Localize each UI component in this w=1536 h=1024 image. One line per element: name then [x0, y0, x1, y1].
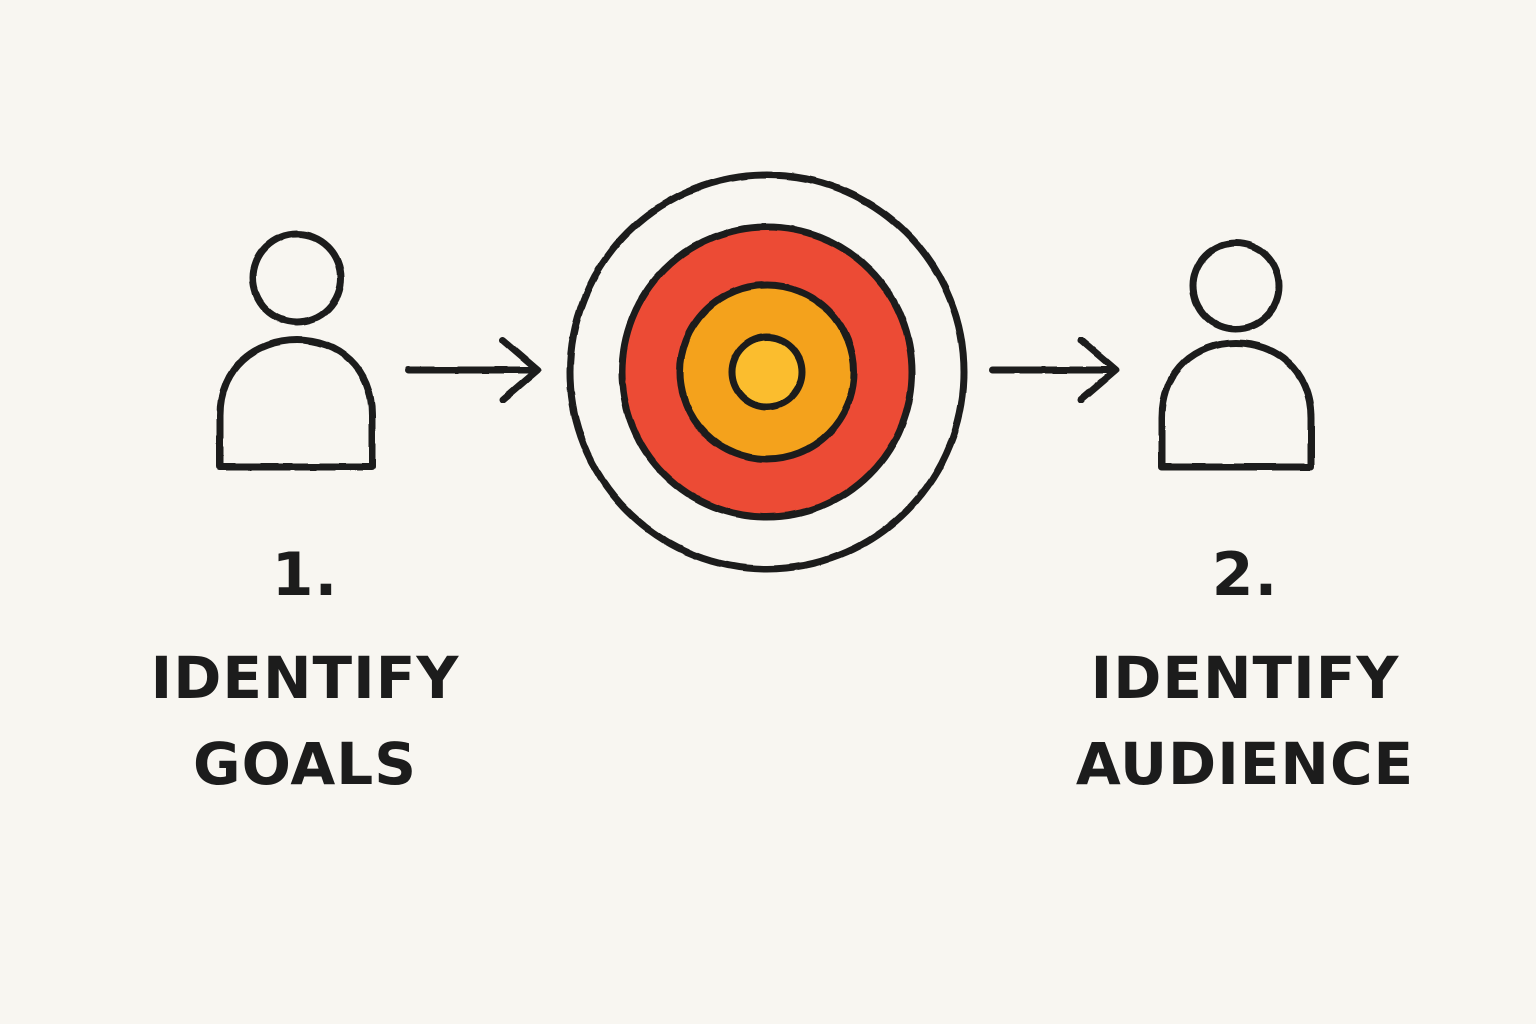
step-1-title-line-1: IDENTIFY: [150, 644, 460, 712]
arrow-head: [499, 336, 542, 404]
arrow-right-icon: [989, 336, 1120, 404]
step-1-title-line-2: GOALS: [193, 730, 417, 798]
target-center: [728, 333, 806, 411]
step-2-number: 2.: [1211, 540, 1279, 610]
person-head: [249, 230, 345, 326]
arrow-head: [1077, 336, 1120, 404]
arrow-right-icon: [404, 336, 542, 404]
person-body: [1158, 339, 1315, 471]
step-2-title-line-2: AUDIENCE: [1075, 730, 1415, 798]
target-outer-circle: [566, 171, 968, 573]
step-2-title: IDENTIFY AUDIENCE: [1045, 635, 1445, 807]
person-icon: [1158, 239, 1315, 471]
person-icon: [216, 230, 376, 471]
person-head: [1189, 239, 1283, 333]
step-2-title-line-1: IDENTIFY: [1090, 644, 1400, 712]
step-1-title: IDENTIFY GOALS: [105, 635, 505, 807]
target-icon: [566, 171, 968, 573]
person-body: [216, 336, 376, 471]
step-1-number: 1.: [271, 540, 339, 610]
